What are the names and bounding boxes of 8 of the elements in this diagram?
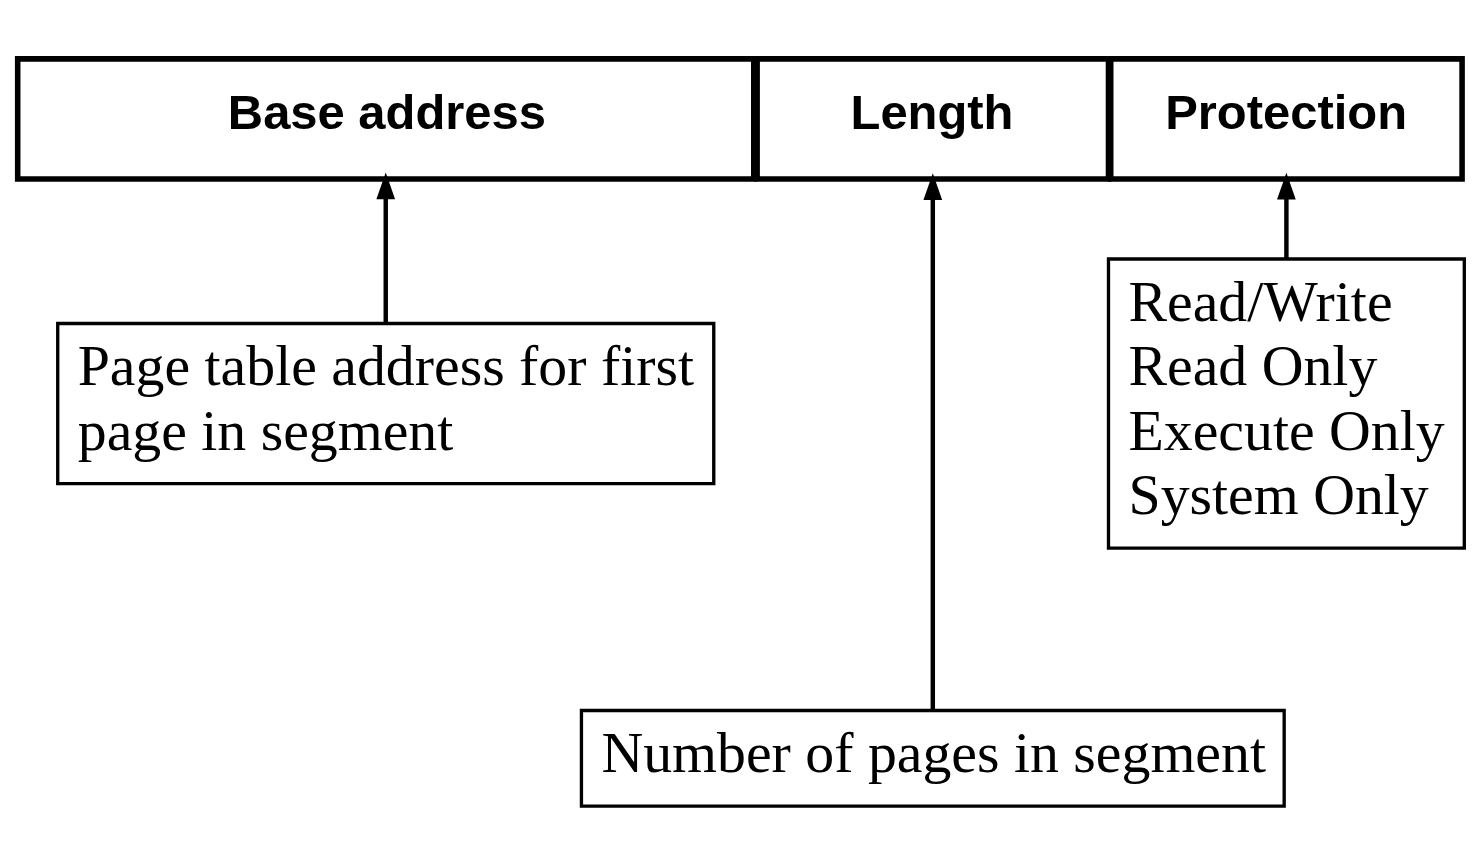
node-box: Base address xyxy=(14,56,757,182)
arrow xyxy=(923,173,943,711)
node-box: Protection xyxy=(1107,56,1465,182)
arrow xyxy=(1277,172,1296,259)
node-box: Number of pages in segment xyxy=(579,708,1286,808)
node-box: Read/Write Read Only Execute Only System Only xyxy=(1106,257,1466,550)
arrow xyxy=(376,172,396,324)
node-box: Page table address for first page in segment xyxy=(56,321,716,486)
